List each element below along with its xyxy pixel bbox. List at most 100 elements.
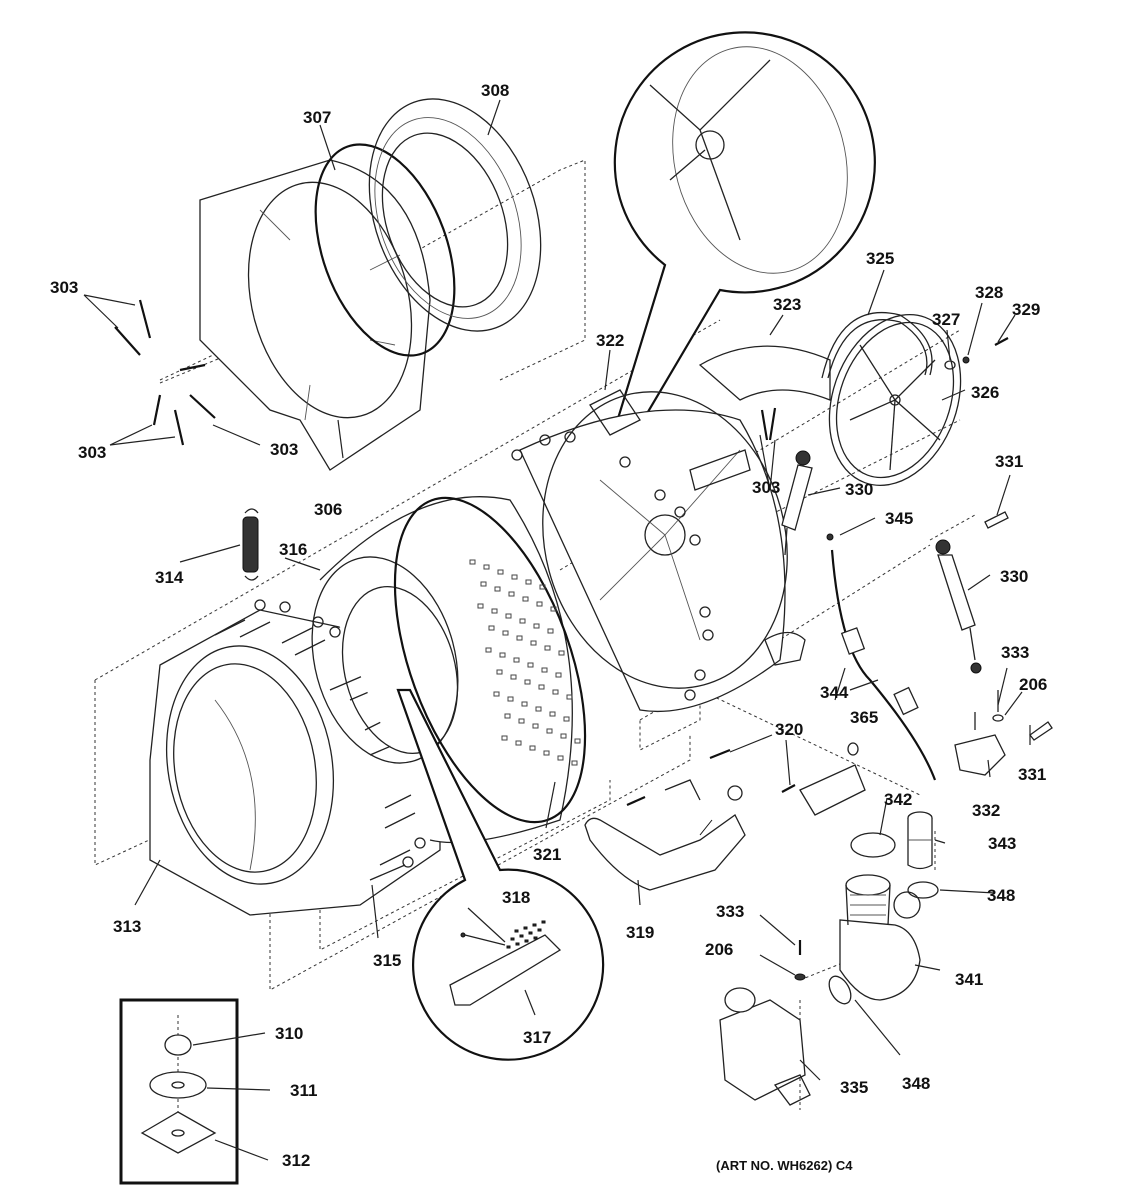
label-306[interactable]: 306 bbox=[314, 500, 342, 519]
basket-perforations bbox=[469, 559, 581, 766]
label-333[interactable]: 333 bbox=[716, 902, 744, 921]
perforation-hole bbox=[485, 647, 492, 653]
leveling-foot-inset bbox=[119, 998, 239, 1185]
label-328[interactable]: 328 bbox=[975, 283, 1003, 302]
label-310[interactable]: 310 bbox=[275, 1024, 303, 1043]
label-341[interactable]: 341 bbox=[955, 970, 983, 989]
label-345[interactable]: 345 bbox=[885, 509, 913, 528]
label-314[interactable]: 314 bbox=[155, 568, 184, 587]
label-326[interactable]: 326 bbox=[971, 383, 999, 402]
label-335[interactable]: 335 bbox=[840, 1078, 868, 1097]
label-303[interactable]: 303 bbox=[50, 278, 78, 297]
label-330[interactable]: 330 bbox=[1000, 567, 1028, 586]
baffle-slot bbox=[533, 936, 538, 940]
label-308[interactable]: 308 bbox=[481, 81, 509, 100]
tub-gasket-307 bbox=[314, 143, 456, 357]
label-323[interactable]: 323 bbox=[773, 295, 801, 314]
label-322[interactable]: 322 bbox=[596, 331, 624, 350]
pulley-hardware bbox=[944, 337, 1009, 370]
label-318[interactable]: 318 bbox=[502, 888, 530, 907]
label-365[interactable]: 365 bbox=[850, 708, 878, 727]
label-331[interactable]: 331 bbox=[1018, 765, 1046, 784]
detail-bubble-baffle bbox=[396, 688, 605, 1061]
label-329[interactable]: 329 bbox=[1012, 300, 1040, 319]
label-206[interactable]: 206 bbox=[1019, 675, 1047, 694]
perforation-hole bbox=[529, 745, 536, 751]
part-labels: 303 303 303 303 306 307 308 310 311 312 … bbox=[50, 81, 1047, 1170]
label-307[interactable]: 307 bbox=[303, 108, 331, 127]
label-312[interactable]: 312 bbox=[282, 1151, 310, 1170]
perforation-hole bbox=[494, 586, 501, 592]
label-344[interactable]: 344 bbox=[820, 683, 849, 702]
perforation-hole bbox=[552, 689, 559, 695]
perforation-hole bbox=[525, 579, 532, 585]
perforation-hole bbox=[515, 740, 522, 746]
label-317[interactable]: 317 bbox=[523, 1028, 551, 1047]
detail-bubble-spider bbox=[588, 31, 876, 511]
perforation-hole bbox=[477, 603, 484, 609]
damper-330-lower bbox=[935, 539, 982, 674]
pump-motor-319 bbox=[584, 779, 746, 891]
perforation-hole bbox=[541, 667, 548, 673]
perforation-hole bbox=[530, 640, 537, 646]
perforation-hole bbox=[527, 662, 534, 668]
screw-333-washer-206 bbox=[794, 940, 806, 981]
perforation-hole bbox=[497, 569, 504, 575]
perforation-hole bbox=[499, 652, 506, 658]
perforation-hole bbox=[469, 559, 476, 565]
label-303[interactable]: 303 bbox=[78, 443, 106, 462]
tub-bolts bbox=[511, 431, 714, 701]
hose-clamp-342 bbox=[850, 832, 896, 858]
perforation-hole bbox=[505, 613, 512, 619]
label-315[interactable]: 315 bbox=[373, 951, 401, 970]
label-348[interactable]: 348 bbox=[902, 1074, 930, 1093]
rear-weight-323 bbox=[698, 345, 831, 441]
perforation-hole bbox=[566, 694, 573, 700]
label-206[interactable]: 206 bbox=[705, 940, 733, 959]
perforation-hole bbox=[533, 623, 540, 629]
perforation-hole bbox=[560, 733, 567, 739]
suspension-spring-314 bbox=[242, 508, 259, 581]
label-331[interactable]: 331 bbox=[995, 452, 1023, 471]
label-303[interactable]: 303 bbox=[270, 440, 298, 459]
label-333[interactable]: 333 bbox=[1001, 643, 1029, 662]
perforation-hole bbox=[532, 723, 539, 729]
perforation-hole bbox=[488, 625, 495, 631]
label-320[interactable]: 320 bbox=[775, 720, 803, 739]
baffle-slot bbox=[524, 939, 529, 943]
perforation-hole bbox=[491, 608, 498, 614]
perforation-hole bbox=[510, 674, 517, 680]
label-343[interactable]: 343 bbox=[988, 834, 1016, 853]
label-316[interactable]: 316 bbox=[279, 540, 307, 559]
baffle-slot bbox=[528, 931, 533, 935]
label-342[interactable]: 342 bbox=[884, 790, 912, 809]
baffle-slot bbox=[506, 945, 511, 949]
label-330[interactable]: 330 bbox=[845, 480, 873, 499]
label-319[interactable]: 319 bbox=[626, 923, 654, 942]
perforation-hole bbox=[547, 628, 554, 634]
perforation-hole bbox=[480, 581, 487, 587]
label-321[interactable]: 321 bbox=[533, 845, 561, 864]
label-332[interactable]: 332 bbox=[972, 801, 1000, 820]
pressure-chamber-343 bbox=[907, 811, 933, 870]
tub-pins-303 bbox=[114, 299, 216, 446]
baffle-slot bbox=[510, 937, 515, 941]
perforation-hole bbox=[522, 596, 529, 602]
perforation-hole bbox=[507, 696, 514, 702]
perforation-hole bbox=[516, 635, 523, 641]
perforation-hole bbox=[483, 564, 490, 570]
label-327[interactable]: 327 bbox=[932, 310, 960, 329]
damper-330-upper bbox=[781, 450, 813, 556]
label-311[interactable]: 311 bbox=[290, 1081, 317, 1100]
perforation-hole bbox=[574, 738, 581, 744]
drive-belt-325 bbox=[821, 311, 933, 379]
label-313[interactable]: 313 bbox=[113, 917, 141, 936]
sump-341 bbox=[839, 874, 921, 1001]
damper-bracket-332 bbox=[954, 690, 1006, 776]
label-348[interactable]: 348 bbox=[987, 886, 1015, 905]
label-303[interactable]: 303 bbox=[752, 478, 780, 497]
perforation-hole bbox=[511, 574, 518, 580]
shield-365 bbox=[799, 742, 866, 816]
label-325[interactable]: 325 bbox=[866, 249, 894, 268]
